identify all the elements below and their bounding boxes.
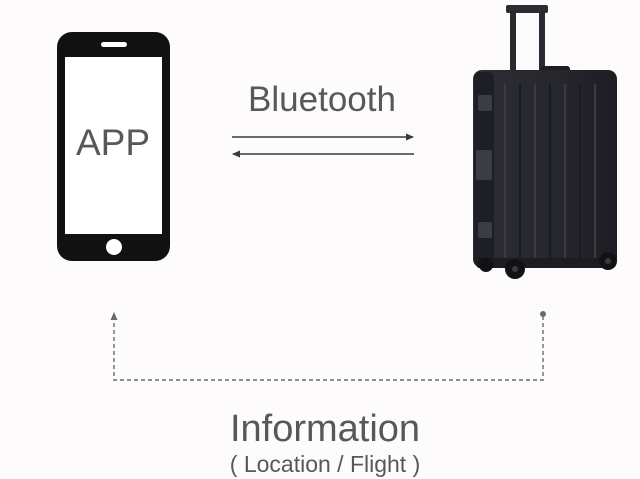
dashed-connector xyxy=(110,312,544,381)
bluetooth-label: Bluetooth xyxy=(248,80,396,119)
suitcase-icon xyxy=(473,5,617,279)
app-label: APP xyxy=(75,122,151,163)
information-label: Information xyxy=(229,408,421,450)
location-flight-label: ( Location / Flight ) xyxy=(229,451,421,477)
smartphone-icon xyxy=(57,32,170,261)
information-feedback-path xyxy=(110,311,546,381)
suitcase-source-dot xyxy=(540,311,546,317)
bluetooth-arrows xyxy=(232,133,414,158)
